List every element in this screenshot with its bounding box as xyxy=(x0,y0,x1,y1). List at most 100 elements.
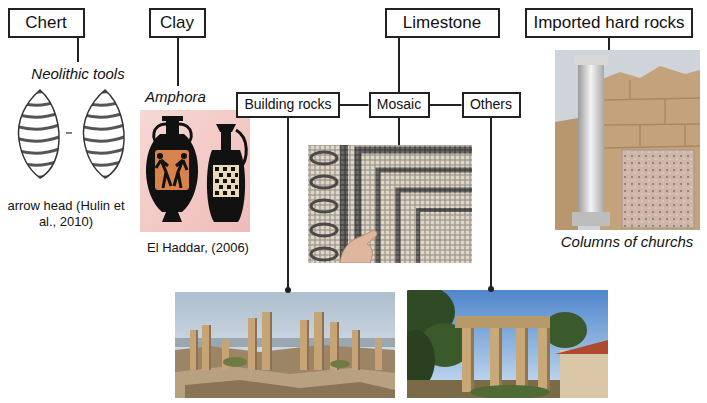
leader-dots-part xyxy=(488,286,494,292)
amphora-photo-part-part xyxy=(223,179,227,183)
arrowhead-drawings xyxy=(10,84,135,178)
temple-photo-part xyxy=(470,385,550,398)
arrowhead-drawings-part xyxy=(66,132,72,134)
amphora-photo-part xyxy=(216,124,236,132)
arrowhead-drawings-part xyxy=(75,84,135,178)
amphora-photo-part xyxy=(156,160,171,188)
ruins-photo-part-part xyxy=(300,320,309,370)
material-box: Clay xyxy=(149,8,206,38)
temple-photo-part-part xyxy=(471,328,474,392)
mosaic-photo-part xyxy=(378,170,472,263)
amphora-photo-part-part xyxy=(219,173,223,177)
amphora-photo-part xyxy=(207,150,245,222)
connector-line xyxy=(398,38,400,92)
temple-photo-part xyxy=(560,350,608,398)
temple-photo-part-part xyxy=(499,328,502,392)
ruins-photo-part-part xyxy=(314,312,324,370)
amphora-photo-part-part xyxy=(235,173,238,177)
ruins-photo-part-part xyxy=(196,330,198,370)
box-label: Others xyxy=(470,97,512,112)
mosaic-photo-part xyxy=(311,248,337,260)
amphora-photo-part xyxy=(157,153,163,159)
material-box: Mosaic xyxy=(369,92,430,118)
column-photo-part xyxy=(600,66,700,230)
leader-lines-part xyxy=(608,38,610,50)
amphora-photo-part-part xyxy=(231,179,235,183)
column-photo-part xyxy=(622,150,694,228)
box-label: Clay xyxy=(160,14,194,33)
leader-lines-part xyxy=(77,38,79,62)
ruins-photo-part-part xyxy=(202,325,211,370)
temple-photo-part-part xyxy=(490,328,502,392)
ruins-photo-part-part xyxy=(358,330,360,370)
amphora-photo-part xyxy=(155,150,189,190)
ruins-photo-part-part xyxy=(352,330,360,370)
material-box: Building rocks xyxy=(236,92,340,118)
mosaic-photo-part xyxy=(398,190,472,263)
mosaic-photo-part xyxy=(418,210,472,263)
leader-dots xyxy=(285,286,494,293)
material-box: Imported hard rocks xyxy=(525,8,693,38)
ruins-photo-part-part xyxy=(375,338,382,370)
leader-lines-part xyxy=(287,118,289,290)
ruins-photo-part xyxy=(185,380,395,398)
amphora-photo-part xyxy=(140,110,250,232)
material-box: Others xyxy=(462,92,521,118)
leader-lines-part xyxy=(490,118,492,289)
caption-label: Amphora xyxy=(145,88,206,106)
mosaic-photo-part xyxy=(358,150,472,263)
leader-lines-part xyxy=(398,118,400,145)
ruins-photo-part-part xyxy=(255,318,257,370)
amphora-photo-part-part xyxy=(215,167,219,171)
mosaic-photo-part xyxy=(308,145,472,263)
amphora-photo-part xyxy=(221,132,231,150)
box-label: Chert xyxy=(25,14,67,33)
ruins-photo-part-part xyxy=(307,320,309,370)
temple-photo-part xyxy=(555,340,608,354)
column-photo-part xyxy=(574,55,608,65)
leader-lines xyxy=(78,38,609,290)
temple-photo-part xyxy=(462,328,550,392)
amphora-photo-part-part xyxy=(215,191,219,195)
ruins-photo-part xyxy=(175,292,395,398)
box-label: Imported hard rocks xyxy=(533,14,684,33)
amphora-photo xyxy=(140,110,250,232)
temple-photo xyxy=(407,290,608,398)
amphora-photo-part-part xyxy=(215,179,219,183)
leader-lines-part xyxy=(177,38,179,86)
ruins-photo-part-part xyxy=(262,312,272,370)
arrowhead-drawings-part xyxy=(10,84,70,178)
amphora-photo-part-part xyxy=(235,185,238,189)
ruins-photo-part xyxy=(196,312,360,370)
column-photo-part xyxy=(604,80,700,148)
mosaic-photo-part xyxy=(311,224,337,236)
amphora-photo-part xyxy=(174,160,187,188)
temple-photo-part-part xyxy=(547,328,550,392)
amphora-photo-part xyxy=(162,212,182,222)
ruins-photo-part xyxy=(330,360,350,368)
caption-label: Columns of churchs xyxy=(561,233,694,251)
material-box: Limestone xyxy=(385,8,500,38)
ruins-photo-part-part xyxy=(270,312,272,370)
mosaic-photo-part xyxy=(340,231,377,263)
ruins-photo-part xyxy=(175,366,395,398)
amphora-photo-part xyxy=(166,120,179,135)
temple-photo-part-part xyxy=(525,328,528,392)
column-photo-part xyxy=(578,62,604,214)
mosaic-photo-part xyxy=(311,152,337,164)
temple-photo-part-part xyxy=(516,328,528,392)
caption-label: Neolithic tools xyxy=(31,65,124,83)
amphora-photo-part xyxy=(181,153,187,159)
temple-photo-part-part xyxy=(538,328,550,392)
mosaic-photo xyxy=(308,145,472,263)
amphora-photo-part-part xyxy=(231,167,235,171)
leader-dots-part xyxy=(285,287,291,293)
box-label: Building rocks xyxy=(244,97,331,112)
box-label: Limestone xyxy=(403,14,481,33)
caption-label: arrow head (Hulin et al., 2010) xyxy=(4,198,128,229)
ruins-photo-part-part xyxy=(190,330,198,370)
amphora-photo-part-part xyxy=(219,185,223,189)
amphora-photo-part-part xyxy=(223,167,227,171)
amphora-photo-part xyxy=(213,165,239,197)
